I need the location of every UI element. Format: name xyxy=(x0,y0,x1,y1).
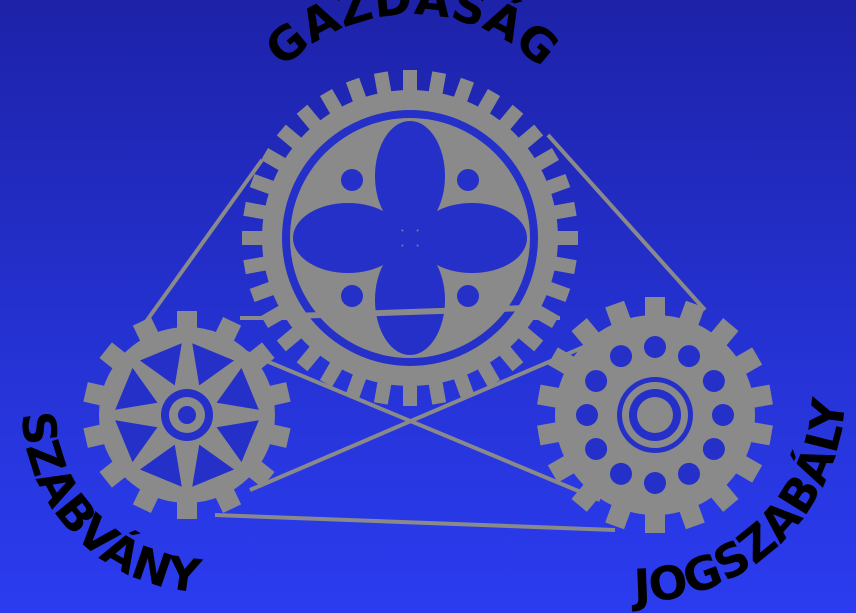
hole-cutout xyxy=(703,438,725,460)
hole-cutout xyxy=(585,438,607,460)
hole-cutout xyxy=(644,336,666,358)
hole-cutout xyxy=(678,345,700,367)
hole-cutout xyxy=(610,345,632,367)
hole-cutout xyxy=(610,463,632,485)
top-gear xyxy=(242,70,578,406)
hole-cutout xyxy=(703,370,725,392)
hole-cutout xyxy=(712,404,734,426)
hole-cutout xyxy=(576,404,598,426)
hole-cutout xyxy=(678,463,700,485)
hole-cutout xyxy=(585,370,607,392)
label-top-text: GAZDASÁG xyxy=(255,0,569,77)
label-top: GAZDASÁG xyxy=(255,0,569,77)
right-gear xyxy=(537,297,773,533)
hole-cutout xyxy=(644,472,666,494)
